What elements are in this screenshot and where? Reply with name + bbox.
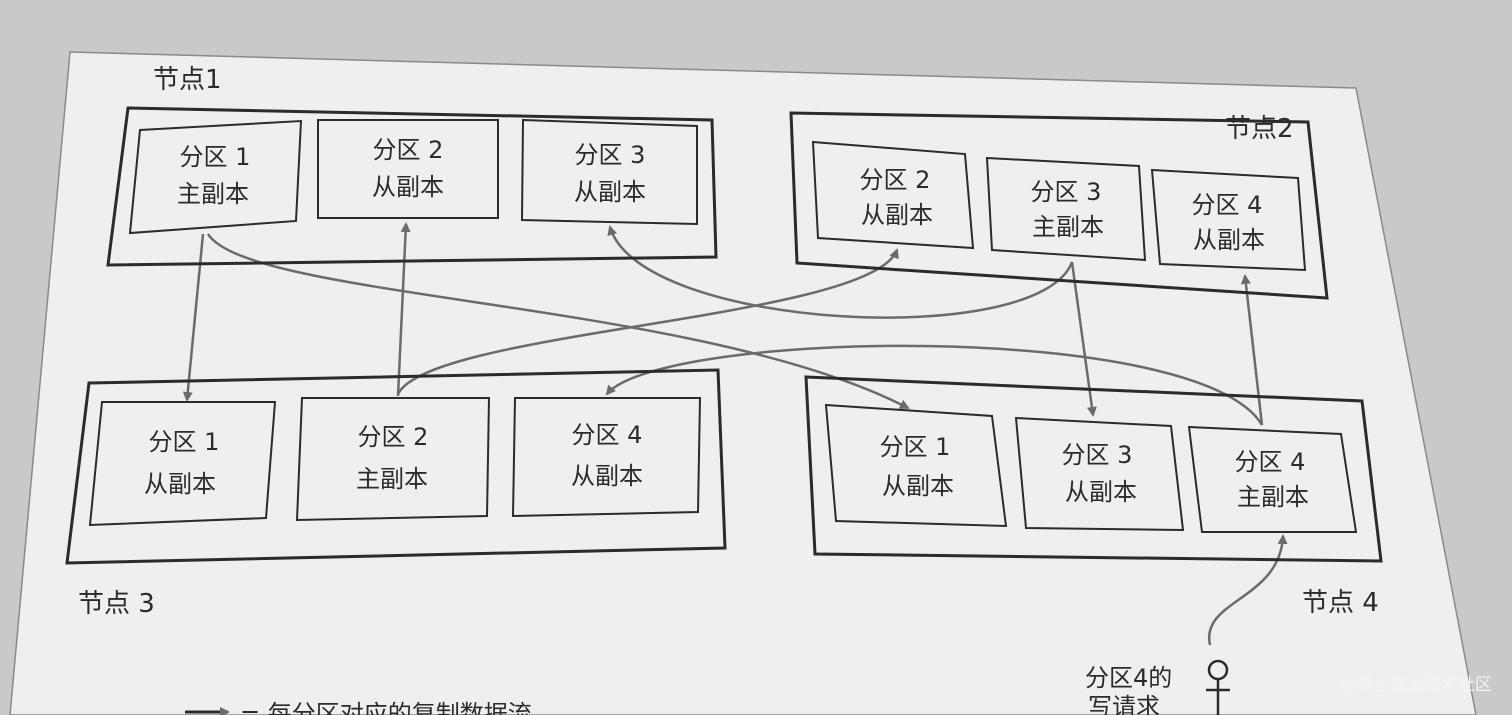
flow-write-request [1207, 534, 1288, 646]
flow-p3-node2-to-node1 [607, 225, 1074, 319]
partition-label: 分区 3 [1031, 178, 1102, 206]
node-title: 节点1 [153, 65, 222, 95]
partition-label: 分区 1 [880, 433, 951, 461]
partition-box-2 [1014, 416, 1185, 532]
partition-label: 分区 2 [860, 166, 931, 194]
node-title: 节点 4 [1302, 588, 1379, 618]
node-title: 节点2 [1225, 114, 1294, 144]
partition-box-3 [511, 397, 702, 518]
partition-role: 从副本 [861, 201, 933, 229]
partition-label: 分区 4 [1192, 191, 1263, 219]
partition-box-2 [295, 397, 491, 522]
partition-label: 分区 3 [575, 141, 646, 169]
flow-p1-node1-to-node3 [182, 233, 205, 402]
node-3: 节点 3 分区 1 从副本 分区 2 主副本 分区 4 从副本 [65, 368, 727, 619]
partition-role: 主副本 [1032, 213, 1104, 241]
partition-label: 分区 1 [149, 428, 220, 456]
flow-p2-node3-to-node1 [396, 222, 411, 397]
user-icon [1206, 659, 1230, 715]
partition-box-1 [811, 140, 975, 250]
partition-role: 从副本 [1193, 226, 1265, 254]
partition-role: 从副本 [1065, 478, 1137, 506]
partition-box-1 [128, 119, 303, 235]
node-2: 节点2 分区 2 从副本 分区 3 主副本 分区 4 从副本 [789, 111, 1329, 300]
flow-p1-node1-to-node4 [206, 233, 910, 410]
partition-box-2 [317, 119, 499, 219]
partition-box-2 [985, 156, 1147, 262]
partition-role: 从副本 [372, 173, 444, 201]
write-request: 分区4的 写请求 [1085, 659, 1230, 715]
write-request-label: 分区4的 [1085, 664, 1172, 692]
partition-label: 分区 2 [373, 136, 444, 164]
partition-label: 分区 3 [1062, 441, 1133, 469]
legend: = 每分区对应的复制数据流 [185, 700, 532, 715]
partition-label: 分区 4 [572, 421, 643, 449]
partition-box-1 [824, 403, 1008, 528]
partition-role: 从副本 [882, 472, 954, 500]
partition-role: 从副本 [574, 178, 646, 206]
partition-label: 分区 1 [180, 143, 251, 171]
write-request-label: 写请求 [1088, 693, 1160, 715]
node-title: 节点 3 [78, 589, 155, 619]
legend-text: = 每分区对应的复制数据流 [240, 700, 532, 715]
watermark: @稀土掘金技术社区 [1339, 675, 1492, 695]
node-box [65, 368, 727, 565]
partition-role: 从副本 [571, 462, 643, 490]
node-box [106, 106, 718, 267]
partition-label: 分区 2 [358, 423, 429, 451]
partition-box-1 [88, 401, 277, 527]
partition-box-3 [1150, 168, 1307, 272]
partition-role: 从副本 [144, 470, 216, 498]
flow-p4-node4-to-node2 [1240, 274, 1264, 426]
node-box [789, 111, 1329, 300]
flow-p2-node3-to-node2 [396, 248, 899, 395]
partition-box-3 [1187, 425, 1358, 533]
partition-role: 主副本 [1237, 483, 1309, 511]
node-1: 节点1 分区 1 主副本 分区 2 从副本 分区 3 从副本 [106, 65, 718, 267]
partition-box-3 [520, 118, 698, 226]
partition-role: 主副本 [177, 180, 249, 208]
node-box [804, 375, 1383, 563]
partition-label: 分区 4 [1235, 448, 1306, 476]
node-4: 节点 4 分区 1 从副本 分区 3 从副本 分区 4 主副本 [804, 375, 1383, 618]
partition-role: 主副本 [356, 465, 428, 493]
